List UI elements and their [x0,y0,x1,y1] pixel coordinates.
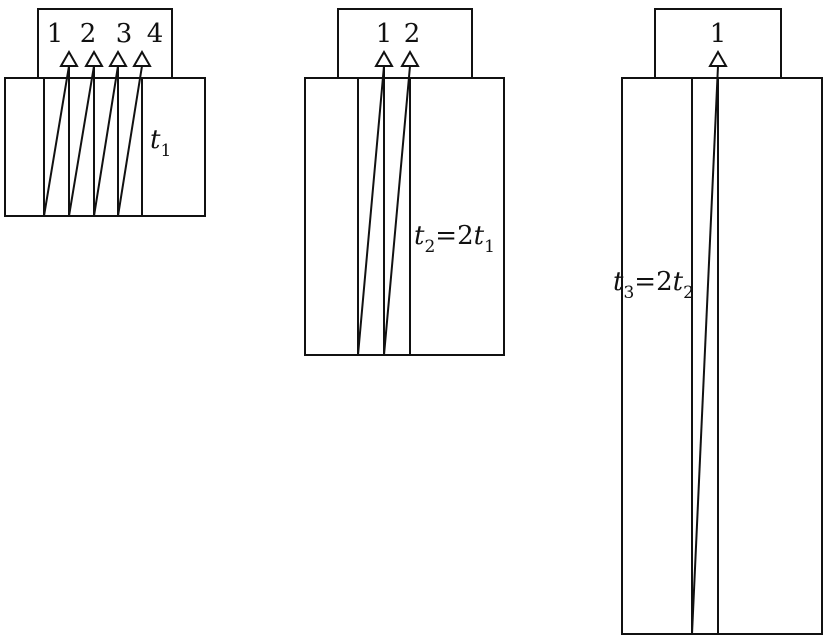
panel-2-main-box [304,77,505,356]
panel-3-arrow-1 [708,49,728,67]
panel-2-zigzag-path [357,65,411,356]
panel-3-main-box [621,77,823,635]
panel-2-arrow-2 [400,49,420,67]
panel-3: 1 t3=2t2 [613,8,823,635]
panel-2-label-1: 1 [376,19,393,49]
panel-2-label-2: 2 [404,19,421,49]
panel-1-arrow-3 [108,49,128,67]
panel-3-label-1: 1 [710,19,727,49]
panel-3-time-label: t3=2t2 [613,267,694,303]
panel-1-label-2: 2 [80,19,97,49]
panel-1-arrow-1 [59,49,79,67]
panel-1-label-3: 3 [116,19,133,49]
panel-1-zigzag-path [43,65,143,217]
panel-1: 1 2 3 4 t1 [4,8,206,217]
panel-1-arrow-2 [84,49,104,67]
panel-1-main-box [4,77,206,217]
panel-1-arrow-4 [132,49,152,67]
panel-2: 1 2 t2=2t1 [304,8,505,356]
panel-1-label-1: 1 [47,19,64,49]
panel-2-time-label: t2=2t1 [414,221,495,257]
panel-3-zigzag-path [691,65,719,635]
panel-1-label-4: 4 [147,19,164,49]
panel-1-time-label: t1 [150,125,171,161]
panel-2-arrow-1 [374,49,394,67]
